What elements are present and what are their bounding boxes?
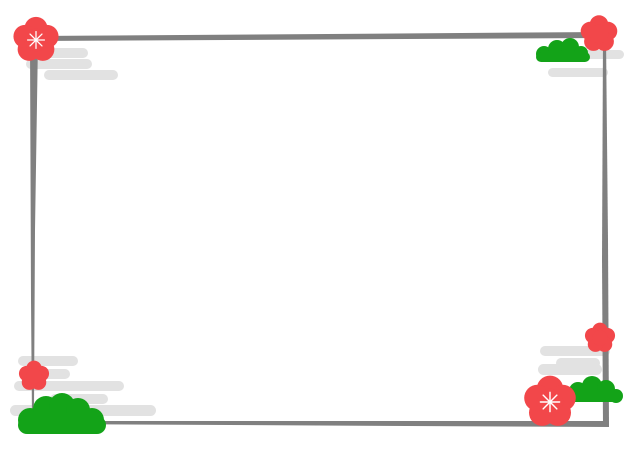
frame-top-edge: [34, 32, 606, 41]
clouds-layer: [10, 48, 624, 416]
plum-blossom-icon: [524, 375, 576, 426]
plum-blossom-icon: [13, 16, 59, 61]
plum-blossom-icon: [580, 15, 618, 51]
pine-tuft-icon: [18, 393, 106, 434]
pine-tuft-icon: [536, 38, 590, 62]
plum-blossom-icon: [584, 322, 616, 352]
frame-right-edge: [602, 36, 609, 426]
brush-stroke-rectangle-frame: [30, 32, 609, 427]
pines-layer: [18, 38, 623, 434]
frame-left-edge: [30, 40, 38, 420]
pine-tuft-icon: [568, 376, 623, 403]
frame-bottom-edge: [30, 421, 609, 427]
mist-cloud-icon: [26, 48, 118, 80]
